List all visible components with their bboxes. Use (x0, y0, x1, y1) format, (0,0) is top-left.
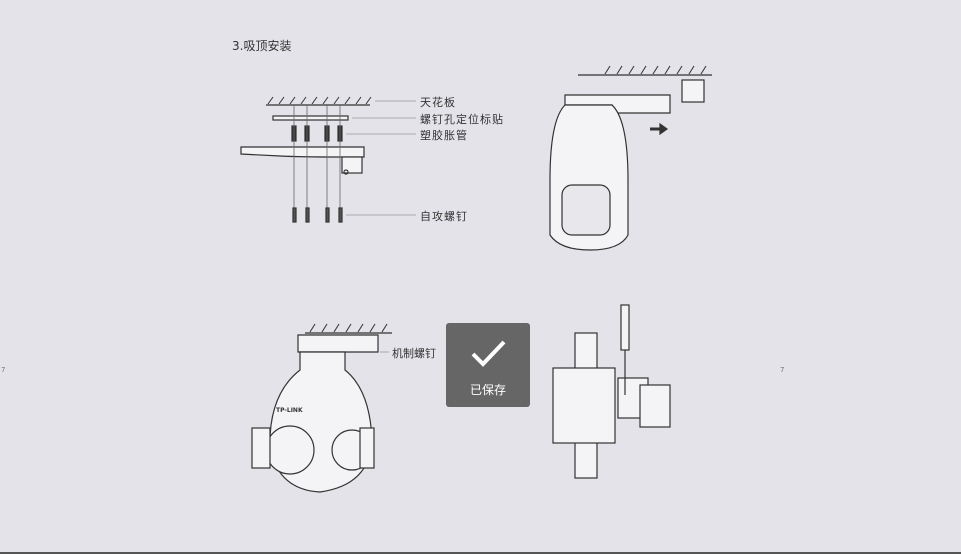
label-ceiling: 天花板 (420, 96, 456, 109)
ceiling-diagram-step1 (240, 96, 416, 223)
saved-toast: 已保存 (446, 323, 530, 407)
camera-side-step4 (552, 304, 671, 479)
camera-slide-step2 (549, 65, 712, 251)
left-page-marker: 7 (1, 366, 6, 374)
label-plastic-anchor: 塑胶胀管 (420, 129, 468, 142)
section-title: 3.吸顶安装 (232, 39, 292, 53)
label-screw-hole-sticker: 螺钉孔定位标贴 (420, 113, 504, 126)
label-self-tapping-screw: 自攻螺钉 (420, 210, 468, 223)
camera-front-step3 (251, 323, 392, 493)
label-machine-screw: 机制螺钉 (392, 347, 436, 360)
checkmark-icon (471, 340, 506, 367)
right-page-marker: 7 (780, 366, 785, 374)
camera-brand-logo: TP-LINK (276, 407, 303, 414)
bottom-border (0, 552, 961, 554)
toast-message: 已保存 (469, 383, 506, 397)
